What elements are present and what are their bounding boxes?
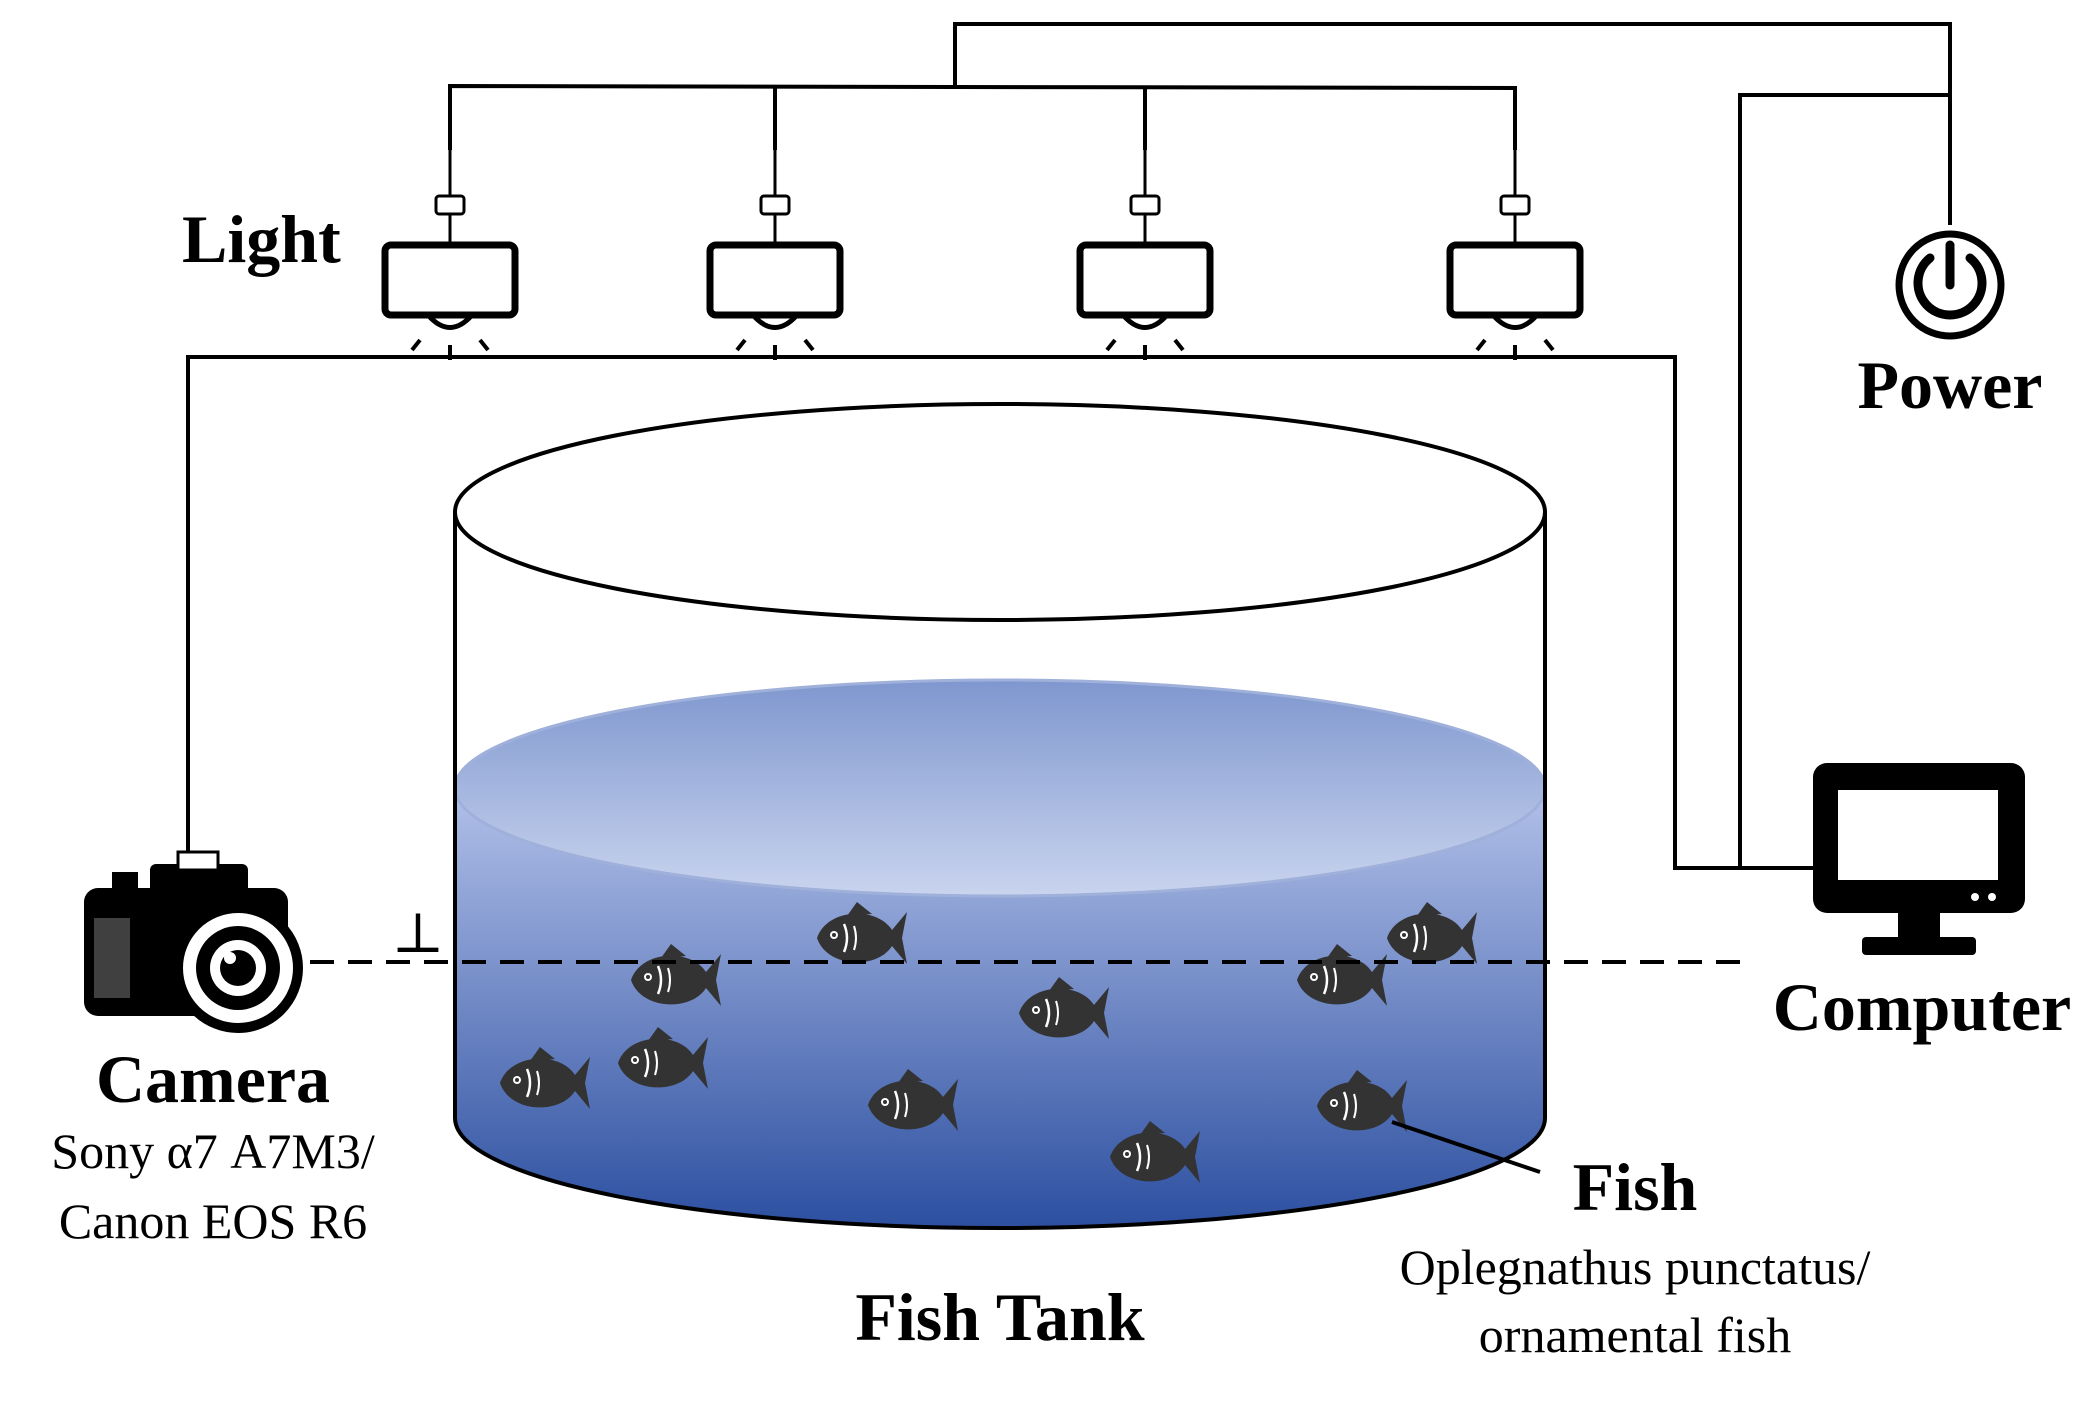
ceiling-lamp-icon: [1080, 150, 1210, 360]
camera-label: Camera: [96, 1041, 330, 1117]
camera-model-line2: Canon EOS R6: [59, 1193, 367, 1249]
camera-icon: [84, 850, 303, 1033]
perpendicular-mark: ⊥: [392, 903, 445, 965]
tank-rim: [453, 402, 1547, 622]
fish-species-line2: ornamental fish: [1479, 1307, 1791, 1363]
fish-species-line1: Oplegnathus punctatus/: [1400, 1239, 1871, 1295]
power-button-icon: [1895, 230, 2005, 340]
fish-pointer-line: [1391, 1120, 1541, 1174]
ceiling-lamp-icon: [1450, 150, 1580, 360]
light-label: Light: [182, 201, 341, 277]
computer-label: Computer: [1773, 969, 2071, 1045]
monitor-icon: [1813, 763, 2025, 955]
ceiling-lamp-icon: [385, 150, 515, 360]
light-row: [385, 150, 1580, 360]
fish-tank: [453, 402, 1547, 1230]
camera-model-line1: Sony α7 A7M3/: [51, 1123, 375, 1179]
wiring: [186, 22, 1952, 870]
ceiling-lamp-icon: [710, 150, 840, 360]
water-surface: [453, 678, 1547, 898]
power-label: Power: [1857, 347, 2042, 423]
fish-tank-label: Fish Tank: [855, 1279, 1144, 1355]
fish-label: Fish: [1573, 1149, 1698, 1225]
